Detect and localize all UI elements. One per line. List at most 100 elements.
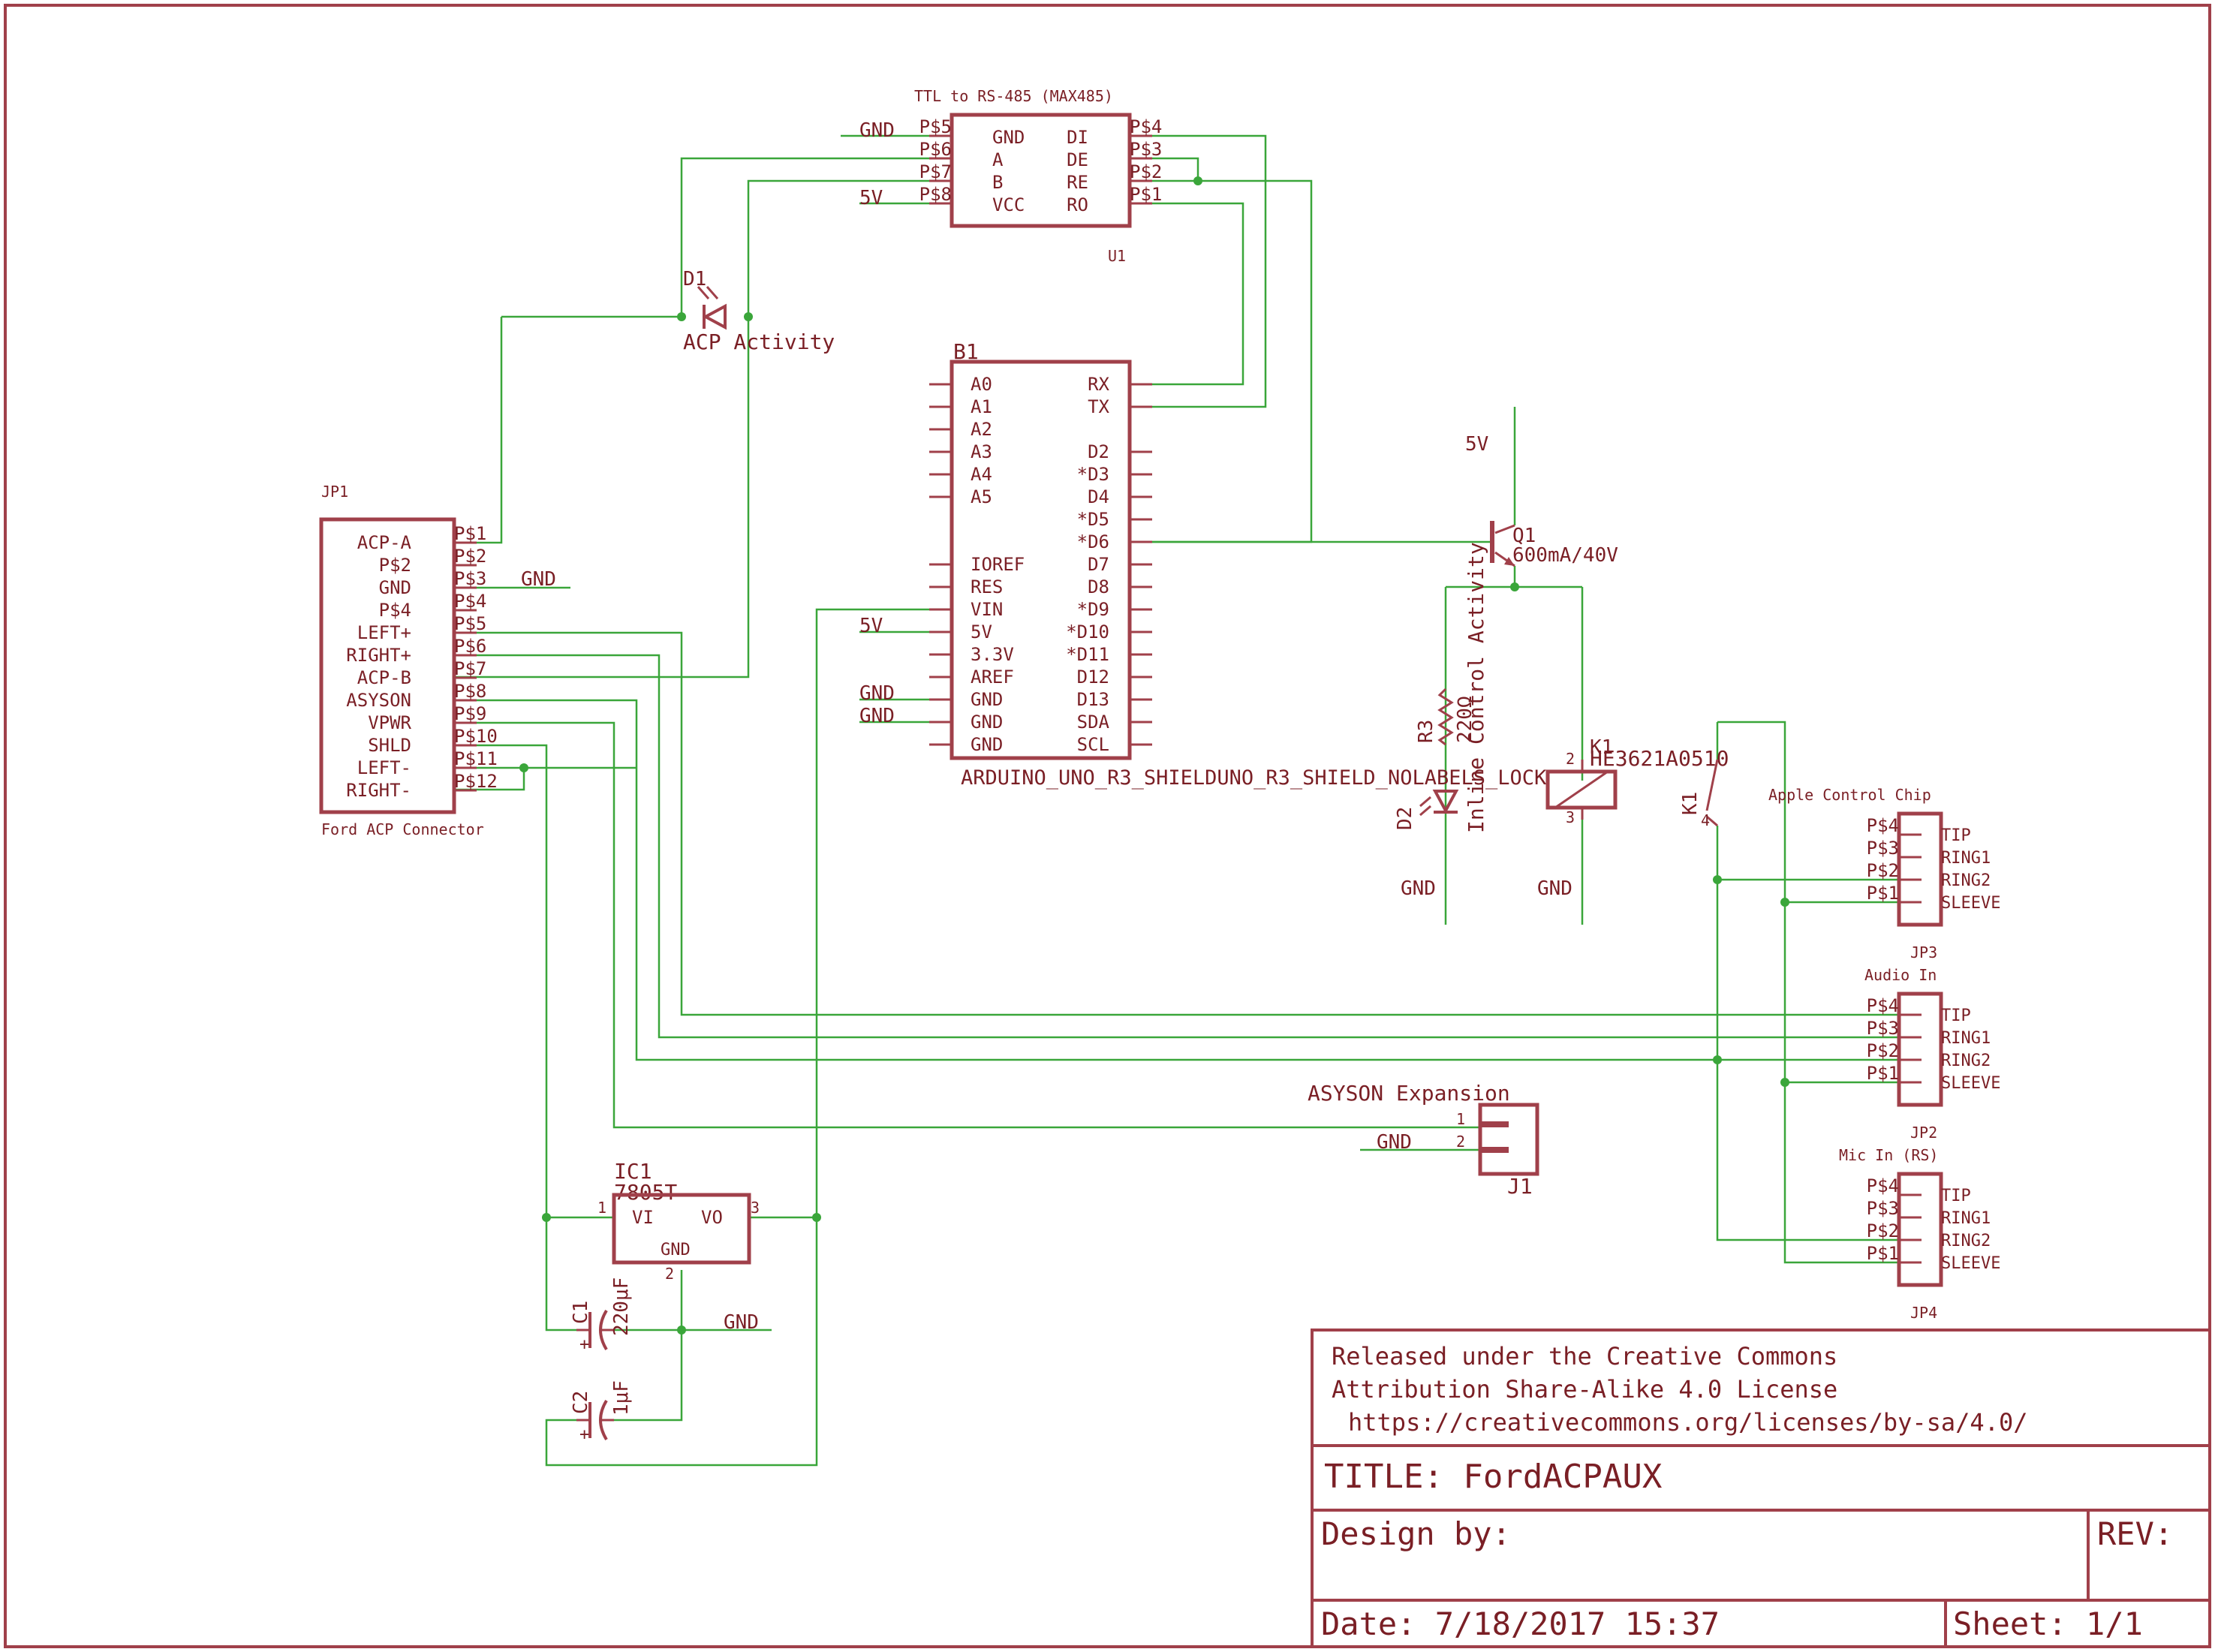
d1-led: D1 ACP Activity bbox=[683, 268, 835, 354]
jack-pad: P$3 bbox=[1867, 838, 1899, 859]
jack-caption: Audio In bbox=[1864, 966, 1937, 984]
jack-pad: P$4 bbox=[1867, 815, 1899, 836]
jack-pad: P$1 bbox=[1867, 883, 1899, 904]
jp1-pad: P$6 bbox=[454, 636, 486, 657]
b1-pin-scl: SCL bbox=[1077, 734, 1109, 755]
b1-5v-net: 5V bbox=[859, 615, 883, 637]
q1-name: Q1 bbox=[1512, 525, 1536, 547]
title-block: Released under the Creative Commons Attr… bbox=[1311, 1329, 2211, 1648]
design-by: Design by: bbox=[1321, 1515, 1511, 1552]
jack-pad: P$1 bbox=[1867, 1243, 1899, 1264]
jp1-pad: P$9 bbox=[454, 703, 486, 724]
b1-value: ARDUINO_UNO_R3_SHIELDUNO_R3_SHIELD_NOLAB… bbox=[961, 766, 1547, 790]
q1-value: 600mA/40V bbox=[1512, 544, 1618, 567]
jp1-pin-vpwr: VPWR bbox=[368, 712, 411, 733]
b1-pin-d2: D2 bbox=[1088, 441, 1109, 462]
jp1-pin-left-plus: LEFT+ bbox=[357, 622, 411, 643]
b1-pin-rx: RX bbox=[1088, 374, 1109, 395]
u1-pin-a: A bbox=[992, 149, 1004, 170]
b1-pin-d12: D12 bbox=[1077, 667, 1109, 688]
b1-pin-d10: *D10 bbox=[1066, 621, 1109, 642]
drawing-title: TITLE: FordACPAUX bbox=[1324, 1458, 1663, 1496]
jp1-pin-p2: P$2 bbox=[379, 555, 411, 576]
jack-pin-ring1: RING1 bbox=[1941, 849, 1991, 868]
jack-pad: P$2 bbox=[1867, 860, 1899, 881]
c1-polarity: + bbox=[579, 1335, 589, 1354]
jack-pin-ring1: RING1 bbox=[1941, 1209, 1991, 1228]
jack-name: JP2 bbox=[1910, 1124, 1937, 1142]
j1-asyson-expansion: ASYSON Expansion 1 2 GND J1 bbox=[1308, 1081, 1539, 1199]
c2-value: 1μF bbox=[610, 1380, 633, 1416]
d1-name: D1 bbox=[683, 268, 706, 290]
jp1-name: JP1 bbox=[321, 483, 348, 501]
u1-pin-re: RE bbox=[1067, 172, 1088, 193]
b1-arduino: B1 bbox=[859, 339, 1547, 790]
jp1-ford-acp-connector: JP1 ACP-A P$2 GND P$4 LEFT+ RIGHT+ ACP-B… bbox=[319, 483, 556, 838]
jack-pad: P$3 bbox=[1867, 1018, 1899, 1039]
jack-caption: Apple Control Chip bbox=[1768, 786, 1931, 804]
d2-name: D2 bbox=[1394, 807, 1416, 830]
b1-gnd-net: GND bbox=[859, 705, 895, 727]
license-url: https://creativecommons.org/licenses/by-… bbox=[1348, 1408, 2027, 1437]
u1-gnd-net: GND bbox=[859, 119, 895, 142]
jack-pad: P$4 bbox=[1867, 1175, 1899, 1196]
sheet-border bbox=[4, 4, 2211, 1648]
c2-capacitor: + C2 1μF bbox=[570, 1380, 633, 1444]
u1-name: U1 bbox=[1108, 247, 1126, 265]
jack-pin-ring2: RING2 bbox=[1941, 871, 1991, 890]
jp1-pad: P$5 bbox=[454, 613, 486, 634]
b1-pin-ioref: IOREF bbox=[971, 554, 1025, 575]
resistor-icon bbox=[1437, 688, 1454, 746]
license-line-2: Attribution Share-Alike 4.0 License bbox=[1332, 1375, 1837, 1404]
u1-pin-di: DI bbox=[1067, 127, 1088, 148]
u1-pad: P$1 bbox=[1130, 184, 1162, 205]
ic1-gnd: GND bbox=[661, 1241, 691, 1259]
date-stamp: Date: 7/18/2017 15:37 bbox=[1321, 1605, 1720, 1642]
u1-pin-gnd: GND bbox=[992, 127, 1025, 148]
b1-pin-a0: A0 bbox=[971, 374, 992, 395]
c1-value: 220μF bbox=[610, 1277, 633, 1336]
c2-name: C2 bbox=[570, 1391, 592, 1414]
k1-pin4: 4 bbox=[1701, 811, 1710, 829]
b1-pin-d5: *D5 bbox=[1077, 509, 1109, 530]
u1-caption: TTL to RS-485 (MAX485) bbox=[914, 87, 1113, 105]
r3-resistor: R3 220Ω bbox=[1415, 688, 1476, 746]
j1-caption: ASYSON Expansion bbox=[1308, 1081, 1510, 1106]
jack-pad: P$2 bbox=[1867, 1040, 1899, 1061]
ic1-pin3: 3 bbox=[751, 1199, 760, 1217]
d2-gnd-net: GND bbox=[1401, 877, 1436, 900]
b1-right-pin-stubs bbox=[1130, 383, 1152, 746]
jack-name: JP4 bbox=[1910, 1304, 1937, 1322]
junction-dots bbox=[519, 176, 1789, 1335]
jp1-pad: P$10 bbox=[454, 726, 498, 747]
b1-pin-a2: A2 bbox=[971, 419, 992, 440]
jp1-value: Ford ACP Connector bbox=[321, 820, 484, 838]
u1-pad: P$7 bbox=[919, 161, 952, 182]
ic1-value: 7805T bbox=[614, 1180, 677, 1205]
b1-pin-a4: A4 bbox=[971, 464, 992, 485]
capacitor-icon bbox=[576, 1309, 614, 1351]
ic1-pin1: 1 bbox=[597, 1199, 606, 1217]
jp1-pin-right-plus: RIGHT+ bbox=[346, 645, 411, 666]
b1-pin-d13: D13 bbox=[1077, 689, 1109, 710]
jack-pin-ring2: RING2 bbox=[1941, 1052, 1991, 1070]
k1-contact-name: K1 bbox=[1679, 792, 1702, 815]
c2-polarity: + bbox=[579, 1425, 589, 1444]
jp1-pin-acp-b: ACP-B bbox=[357, 667, 411, 688]
u1-5v-net: 5V bbox=[859, 187, 883, 209]
jack-pin-ring1: RING1 bbox=[1941, 1029, 1991, 1048]
jack-jp4: Mic In (RS) P$4 P$3 P$2 P$1 TIP RING1 RI… bbox=[1839, 1146, 2000, 1322]
u1-pad: P$2 bbox=[1130, 161, 1162, 182]
jack-pad: P$3 bbox=[1867, 1198, 1899, 1219]
u1-max485: TTL to RS-485 (MAX485) GND A B VCC DI DE… bbox=[859, 87, 1162, 265]
jp1-pad: P$11 bbox=[454, 748, 498, 769]
jp1-pin-gnd: GND bbox=[379, 577, 411, 598]
b1-pin-tx: TX bbox=[1088, 396, 1109, 417]
jack-pin-tip: TIP bbox=[1941, 1187, 1971, 1205]
d2-value: Inline Control Activity bbox=[1464, 542, 1488, 833]
jp1-pad: P$1 bbox=[454, 523, 486, 544]
u1-pad: P$3 bbox=[1130, 139, 1162, 160]
jack-jp2: Audio In P$4 P$3 P$2 P$1 TIP RING1 RING2… bbox=[1864, 966, 2000, 1142]
jp1-pin-asyson: ASYSON bbox=[346, 690, 411, 711]
k1-gnd-net: GND bbox=[1537, 877, 1572, 900]
